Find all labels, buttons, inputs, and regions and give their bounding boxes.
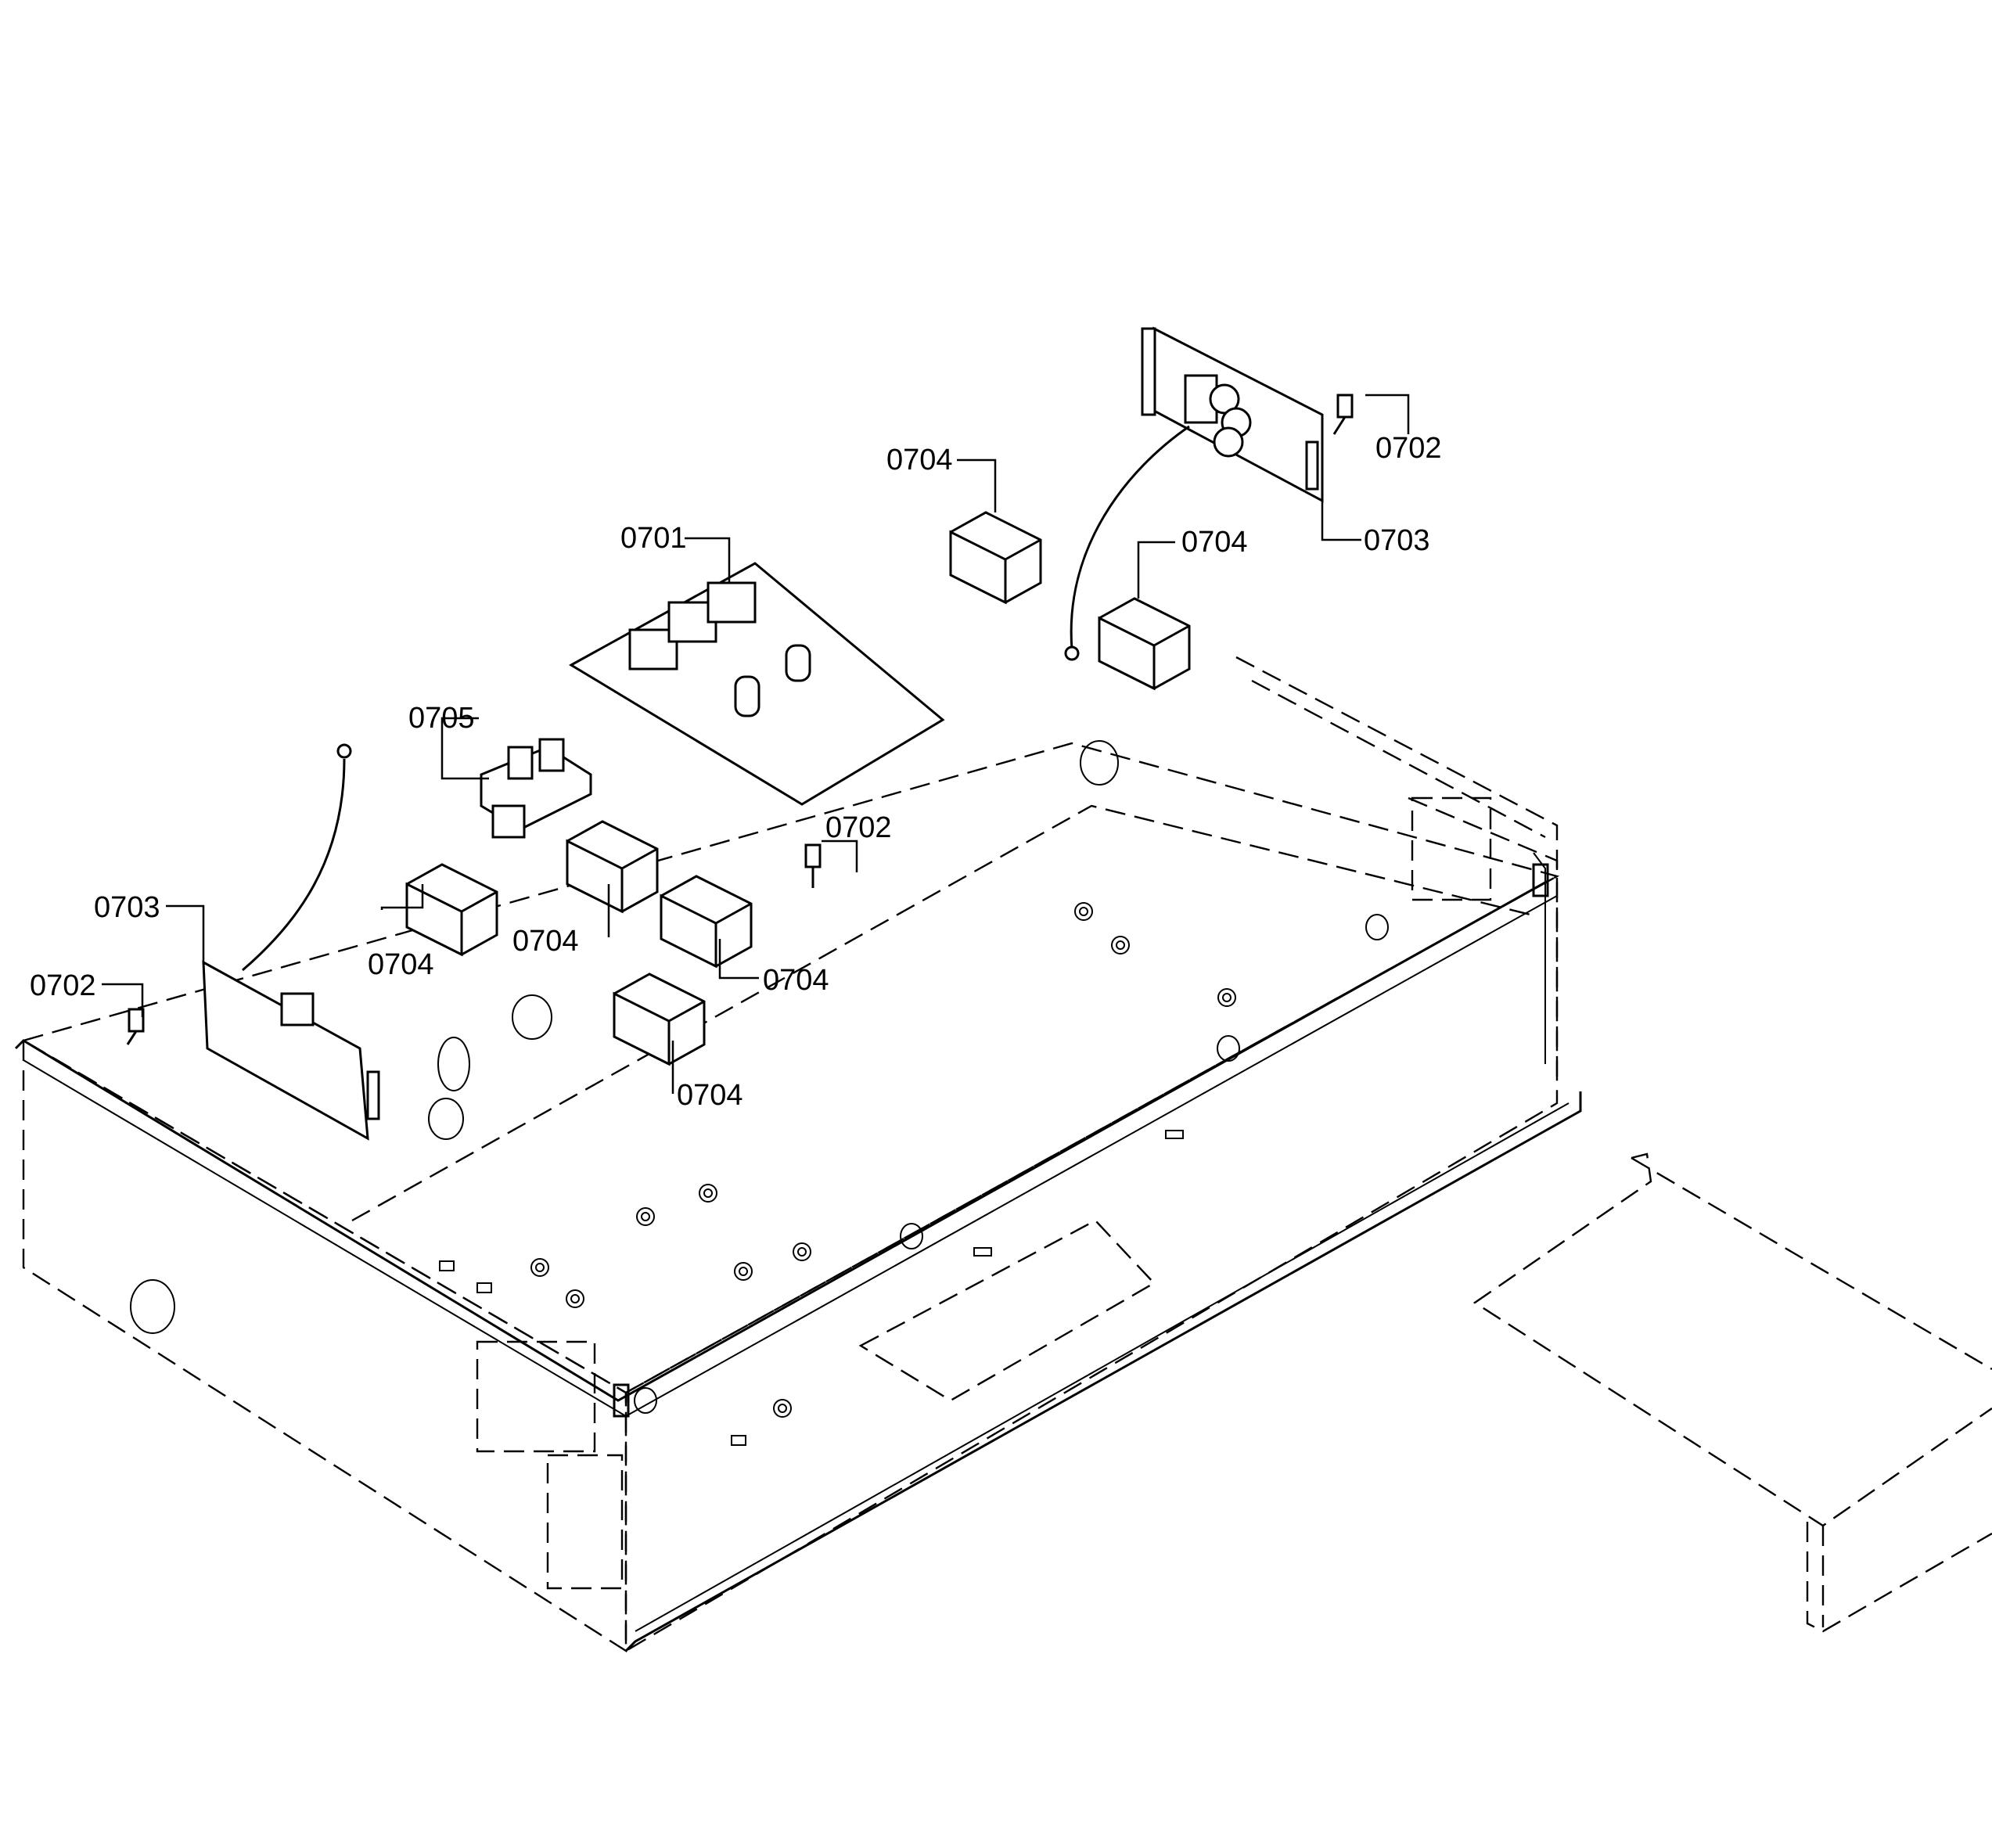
callout-0704-mid-right: 0704 (763, 964, 829, 997)
display-board-left-0703 (202, 743, 380, 1141)
leader-lines (102, 394, 1410, 1094)
callout-0704-top-right: 0704 (1181, 526, 1248, 559)
callout-0702-center: 0702 (825, 811, 892, 844)
callout-labels: 0701 0702 0702 0702 0703 0703 0704 0704 … (30, 432, 1442, 1112)
callout-0704-mid-left: 0704 (512, 925, 579, 958)
callout-0704-top: 0704 (886, 444, 953, 476)
fasteners-0702 (126, 394, 1354, 1045)
control-board-0701 (569, 562, 945, 806)
callout-0703-right: 0703 (1364, 524, 1430, 557)
display-board-right-0703 (1064, 326, 1324, 661)
callout-0704-left: 0704 (368, 948, 434, 981)
callout-0702-left: 0702 (30, 969, 96, 1002)
callout-0704-bottom: 0704 (677, 1079, 743, 1112)
callout-0702-top-right: 0702 (1375, 432, 1442, 465)
transformer-0705 (480, 738, 592, 839)
relays-0704 (405, 511, 1191, 1066)
callout-0701: 0701 (620, 522, 687, 555)
screw-bosses (530, 902, 1236, 1418)
callout-0705: 0705 (408, 702, 475, 735)
callout-0703-left: 0703 (94, 891, 160, 924)
bottom-plate (1472, 1152, 1992, 1633)
chassis-frame (14, 656, 1582, 1653)
